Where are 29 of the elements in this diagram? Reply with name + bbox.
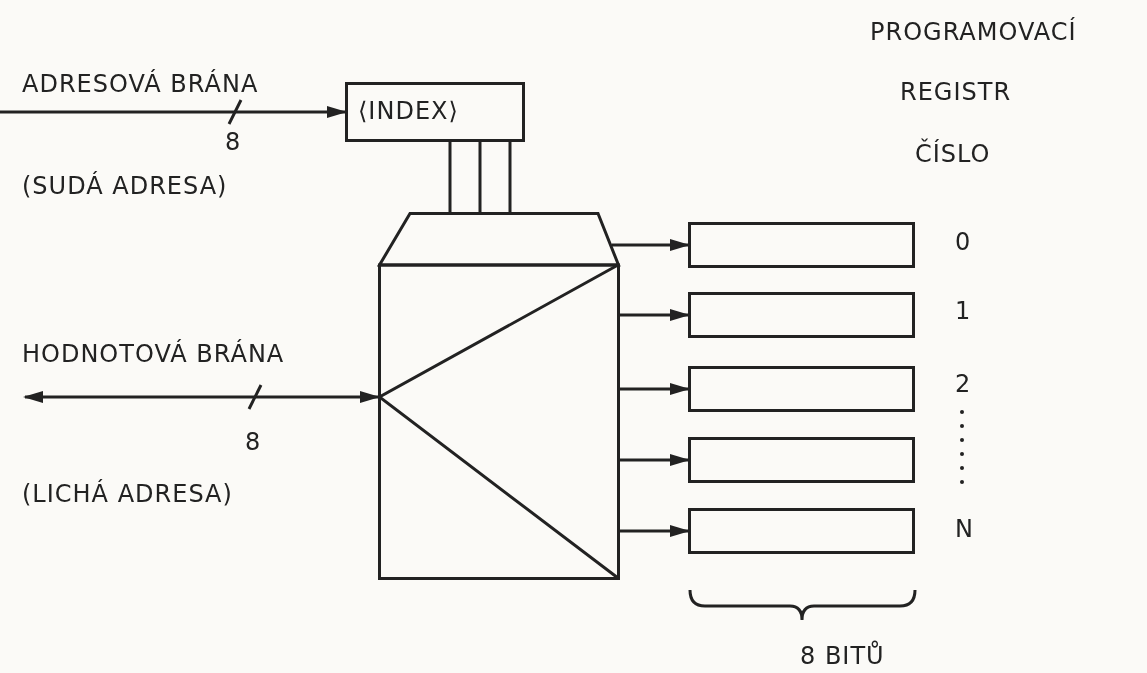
register-box <box>688 366 915 412</box>
arrow <box>620 454 690 466</box>
port-label: HODNOTOVÁ BRÁNA <box>22 340 285 368</box>
register-number: N <box>955 515 974 543</box>
port-label: ADRESOVÁ BRÁNA <box>22 70 259 98</box>
width-label: 8 BITŮ <box>800 642 885 670</box>
arrow <box>620 525 690 537</box>
arrow <box>611 239 690 251</box>
bus-lines <box>448 140 512 215</box>
bus-width-label: 8 <box>245 428 262 456</box>
index-register-box: ⟨INDEX⟩ <box>345 82 525 142</box>
bus-width-label: 8 <box>225 128 242 156</box>
register-box <box>688 222 915 268</box>
bus-arrow <box>23 391 380 403</box>
register-number: 0 <box>955 228 972 256</box>
arrow <box>620 383 690 395</box>
arrow <box>620 309 690 321</box>
column-heading: ČÍSLO <box>915 140 991 168</box>
bus-arrow <box>0 106 347 118</box>
port-note: (SUDÁ ADRESA) <box>22 172 228 200</box>
register-box <box>688 437 915 483</box>
column-heading: REGISTR <box>900 78 1012 106</box>
multiplexer-block <box>378 212 620 580</box>
column-heading: PROGRAMOVACÍ <box>870 18 1077 46</box>
register-number: 2 <box>955 370 972 398</box>
register-box <box>688 292 915 338</box>
port-note: (LICHÁ ADRESA) <box>22 480 233 508</box>
register-number: 1 <box>955 297 972 325</box>
register-box <box>688 508 915 554</box>
